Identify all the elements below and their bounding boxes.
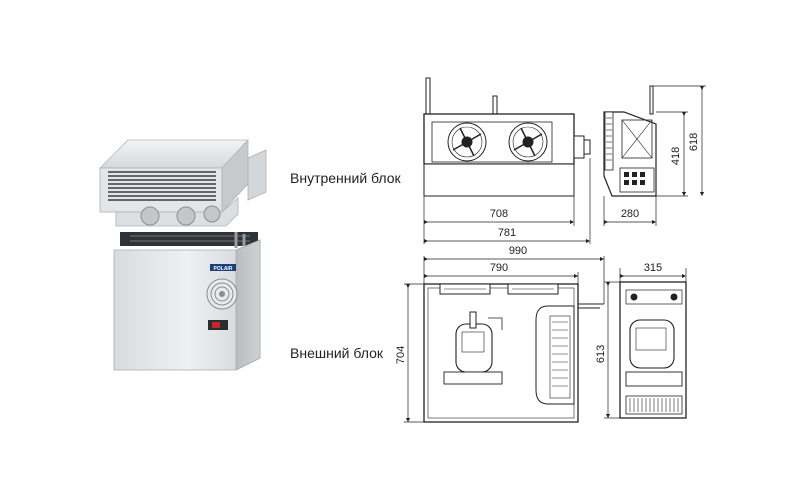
indoor-unit-label: Внутренний блок	[290, 170, 401, 186]
dim-781-text: 781	[498, 227, 516, 239]
outdoor-front-view	[423, 283, 604, 423]
outdoor-side-view	[619, 281, 687, 419]
dim-781	[423, 158, 591, 244]
dim-315-text: 315	[644, 262, 662, 274]
dim-315	[619, 268, 687, 282]
dim-280-text: 280	[621, 208, 639, 220]
dim-704	[404, 283, 424, 423]
outdoor-unit-label: Внешний блок	[290, 345, 383, 361]
indoor-front-view	[423, 77, 591, 197]
dim-790	[423, 272, 579, 284]
dim-613	[604, 281, 620, 419]
dim-990	[423, 256, 605, 304]
dim-708-text: 708	[490, 208, 508, 220]
dim-418	[653, 85, 706, 197]
brand-badge: POLAIR	[214, 266, 233, 272]
outdoor-unit-photo: POLAIR	[113, 232, 261, 371]
dim-990-text: 990	[509, 245, 527, 257]
dim-704-text: 704	[395, 346, 407, 364]
dim-280	[603, 196, 657, 226]
indoor-unit-photo	[99, 138, 267, 227]
dim-708	[423, 196, 575, 226]
dim-418-text: 418	[670, 147, 682, 165]
dim-618-text: 618	[688, 133, 700, 151]
dim-613-text: 613	[595, 345, 607, 363]
dim-790-text: 790	[490, 262, 508, 274]
indoor-side-view	[603, 85, 657, 197]
